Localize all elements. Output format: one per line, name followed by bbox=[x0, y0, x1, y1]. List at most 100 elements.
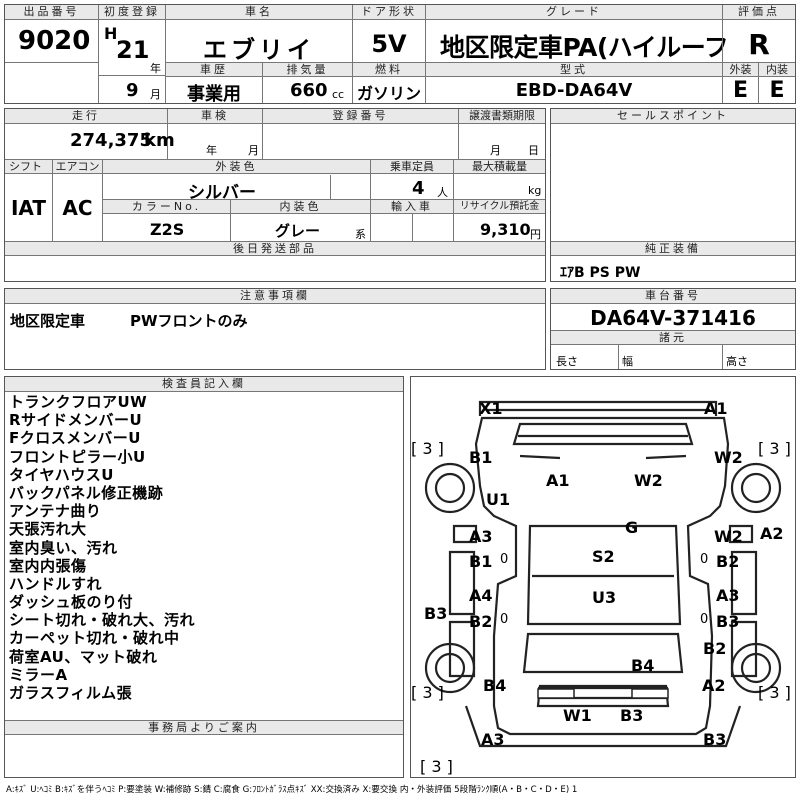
notes-box bbox=[4, 288, 546, 370]
damage-zero-right-2: 0 bbox=[700, 612, 709, 627]
inspection-month-unit: 月 bbox=[248, 144, 259, 157]
list-item: バックパネル修正機跡 bbox=[9, 483, 164, 502]
score-label: 評価点 bbox=[723, 5, 795, 20]
car-outline-diagram bbox=[424, 400, 782, 748]
color-no: Z2S bbox=[150, 220, 185, 239]
exterior-label: 外装 bbox=[723, 63, 758, 77]
equipment: ｴｱB PS PW bbox=[560, 265, 641, 281]
bracket-tl: [ 3 ] bbox=[411, 439, 444, 458]
list-item: ダッシュ板のり付 bbox=[9, 593, 134, 612]
bracket-bottom: [ 3 ] bbox=[420, 757, 453, 776]
chassis-label: 車台番号 bbox=[551, 289, 795, 304]
reg-label: 登録番号 bbox=[263, 109, 458, 124]
width-label: 幅 bbox=[622, 355, 633, 368]
list-item: トランクフロアUW bbox=[9, 393, 148, 411]
legend: A:ｷｽﾞ U:ﾍｺﾐ B:ｷｽﾞを伴うﾍｺﾐ P:要塗装 W:補修跡 S:錆 … bbox=[6, 785, 578, 795]
car-name-label: 車名 bbox=[166, 5, 352, 20]
vehicle-details bbox=[4, 108, 546, 282]
load-label: 最大積載量 bbox=[454, 160, 545, 174]
damage-w2-right-2: W2 bbox=[714, 527, 743, 546]
chassis-number: DA64V-371416 bbox=[590, 306, 756, 330]
lot-number: 9020 bbox=[18, 26, 91, 56]
damage-u1: U1 bbox=[486, 490, 511, 509]
damage-b4-center: B4 bbox=[631, 656, 655, 675]
chassis-box bbox=[550, 288, 796, 370]
damage-a3-bottom-left: A3 bbox=[481, 730, 505, 749]
door-label: ドア形状 bbox=[353, 5, 425, 20]
history-label: 車歴 bbox=[166, 63, 262, 77]
office-label: 事務局よりご案内 bbox=[5, 721, 403, 735]
list-item: RサイドメンバーU bbox=[9, 411, 143, 430]
color-no-label: カラーNo. bbox=[103, 200, 230, 214]
lot-number-label: 出品番号 bbox=[5, 5, 98, 20]
shift-label: シフト bbox=[5, 160, 52, 174]
damage-a3-right: A3 bbox=[716, 586, 740, 605]
damage-b3-left: B3 bbox=[424, 604, 448, 623]
equipment-label: 純正装備 bbox=[551, 242, 795, 256]
damage-diagram bbox=[410, 376, 796, 778]
int-color-label: 内装色 bbox=[231, 200, 370, 214]
exterior: E bbox=[732, 78, 749, 103]
notes-label: 注意事項欄 bbox=[5, 289, 545, 304]
damage-a2-right-2: A2 bbox=[702, 676, 726, 695]
damage-s2: S2 bbox=[592, 547, 615, 566]
damage-g: G bbox=[625, 518, 639, 537]
inspection-year-unit: 年 bbox=[206, 144, 217, 157]
reg-month: 9 bbox=[126, 80, 139, 101]
list-item: シート切れ・破れ大、汚れ bbox=[9, 611, 196, 630]
top-section bbox=[4, 4, 796, 104]
damage-w2-right: W2 bbox=[714, 448, 743, 467]
era: H bbox=[104, 24, 118, 43]
list-item: 天張汚れ大 bbox=[9, 520, 87, 539]
grade: 地区限定車PA(ハイルーフ bbox=[440, 33, 729, 62]
later-parts-label: 後日発送部品 bbox=[5, 242, 545, 256]
month-unit: 月 bbox=[150, 88, 161, 101]
damage-x1: X1 bbox=[479, 399, 503, 418]
reg-year: 21 bbox=[116, 36, 150, 64]
damage-b2-right-2: B2 bbox=[703, 639, 727, 658]
bracket-bl: [ 3 ] bbox=[411, 683, 444, 702]
inspection-label: 車検 bbox=[168, 109, 262, 124]
displacement-label: 排気量 bbox=[263, 63, 352, 77]
capacity: 4 bbox=[412, 178, 425, 199]
recycle-label: リサイクル預託金 bbox=[454, 200, 545, 214]
displacement-unit: cc bbox=[332, 88, 345, 101]
first-reg-label: 初度登録 bbox=[99, 5, 165, 20]
load-unit: kg bbox=[528, 184, 542, 197]
model: EBD-DA64V bbox=[515, 80, 633, 101]
transfer-day-unit: 日 bbox=[528, 144, 539, 157]
mileage: 274,375 bbox=[70, 130, 152, 151]
list-item: フロントピラー小U bbox=[9, 447, 146, 466]
transfer-label: 譲渡書類期限 bbox=[459, 109, 545, 124]
int-color-unit: 系 bbox=[355, 228, 366, 241]
list-item: 室内臭い、汚れ bbox=[9, 538, 118, 557]
damage-w2-center: W2 bbox=[634, 471, 663, 490]
inspector-list: トランクフロアUW RサイドメンバーU FクロスメンバーU フロントピラー小U … bbox=[9, 393, 399, 702]
spec-label: 諸元 bbox=[551, 331, 795, 345]
fuel-label: 燃料 bbox=[353, 63, 425, 77]
notes-1: 地区限定車 bbox=[10, 312, 86, 330]
damage-u3: U3 bbox=[592, 588, 617, 607]
list-item: アンテナ曲り bbox=[9, 502, 102, 521]
damage-b3-right: B3 bbox=[716, 612, 740, 631]
interior-label: 内装 bbox=[759, 63, 795, 77]
interior: E bbox=[769, 78, 785, 103]
list-item: 室内内張傷 bbox=[9, 556, 87, 575]
bracket-br: [ 3 ] bbox=[758, 683, 791, 702]
damage-zero-right: 0 bbox=[700, 552, 709, 567]
damage-b3-bottom-right: B3 bbox=[703, 730, 727, 749]
mileage-label: 走行 bbox=[5, 109, 167, 124]
inspector-label: 検査員記入欄 bbox=[5, 377, 403, 392]
capacity-unit: 人 bbox=[437, 186, 448, 199]
door: 5V bbox=[371, 30, 407, 58]
fuel: ガソリン bbox=[356, 84, 421, 103]
damage-zero-left: 0 bbox=[500, 552, 509, 567]
sales-point-label: セールスポイント bbox=[551, 109, 795, 124]
int-color: グレー bbox=[275, 222, 321, 240]
recycle-unit: 円 bbox=[530, 228, 541, 241]
length-label: 長さ bbox=[556, 355, 578, 368]
model-label: 型式 bbox=[426, 63, 722, 77]
bracket-tr: [ 3 ] bbox=[758, 439, 791, 458]
score: R bbox=[748, 28, 770, 61]
shift: IAT bbox=[10, 196, 46, 220]
